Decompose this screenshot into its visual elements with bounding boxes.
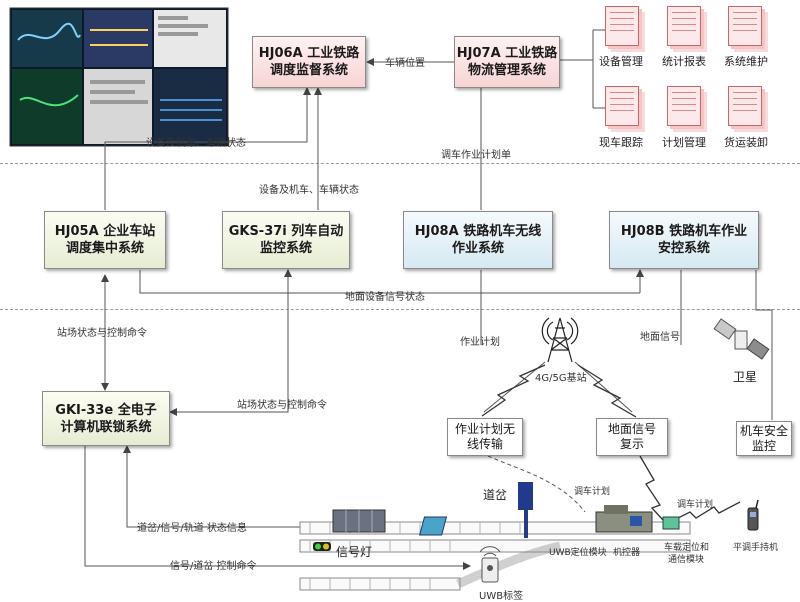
satellite-icon xyxy=(713,318,770,360)
label-locomotive: 机控器 xyxy=(613,548,641,558)
system-name: HJ08B 铁路机车作业 xyxy=(620,224,748,239)
system-box-hj06a[interactable]: HJ06A 工业铁路 调度监督系统 xyxy=(252,36,366,88)
box-plan-wireless[interactable]: 作业计划无 线传输 xyxy=(447,418,523,456)
locomotive-icon xyxy=(595,505,653,533)
label-signal-control-cmd: 信号/道岔 控制命令 xyxy=(170,561,257,572)
uwb-module-icon xyxy=(419,516,448,536)
label-equipment-status: 设备及机车、车辆状态 xyxy=(146,138,246,149)
system-subname: 安控系统 xyxy=(657,241,710,256)
divider-bottom xyxy=(0,309,800,310)
label-onboard-module: 通信模块 xyxy=(668,555,705,565)
label-station-command: 站场状态与控制命令 xyxy=(57,328,147,339)
system-subname: 监控系统 xyxy=(259,241,312,256)
system-subname: 物流管理系统 xyxy=(467,63,546,78)
doc-label-statistics: 统计报表 xyxy=(662,55,706,68)
document-icon xyxy=(605,6,639,46)
system-name: GKS-37i 列车自动 xyxy=(228,224,344,239)
document-icon xyxy=(667,6,701,46)
system-box-hj08a[interactable]: HJ08A 铁路机车无线 作业系统 xyxy=(403,211,553,269)
system-box-hj08b[interactable]: HJ08B 铁路机车作业 安控系统 xyxy=(609,211,759,269)
label-switch-status-info: 道岔/信号/轨道 状态信息 xyxy=(137,523,247,534)
box-line: 监控 xyxy=(751,438,776,453)
label-uwb-tag: UWB标签 xyxy=(479,591,524,602)
label-ground-equipment-signal: 地面设备信号状态 xyxy=(345,292,425,303)
divider-top xyxy=(0,163,800,164)
label-shunting-plan: 调车计划 xyxy=(574,487,611,497)
system-box-gks37i[interactable]: GKS-37i 列车自动 监控系统 xyxy=(222,211,350,269)
label-uwb-module: UWB定位模块 xyxy=(549,548,607,558)
document-icon xyxy=(667,86,701,126)
label-vehicle-position: 车辆位置 xyxy=(385,58,425,69)
base-station-tower-icon xyxy=(541,317,579,363)
document-icon xyxy=(605,86,639,126)
signal-light-icon xyxy=(313,542,331,551)
box-line: 线传输 xyxy=(466,437,503,451)
doc-label-car-tracking: 现车跟踪 xyxy=(599,136,643,149)
label-shunting-plan: 调车计划 xyxy=(677,500,714,510)
monitor-screens-image xyxy=(9,7,229,147)
onboard-module-icon xyxy=(662,516,680,530)
box-line: 作业计划无 xyxy=(454,422,515,436)
box-line: 地面信号 xyxy=(607,422,656,436)
box-line: 复示 xyxy=(619,437,644,451)
system-name: HJ06A 工业铁路 xyxy=(258,46,360,61)
system-name: HJ07A 工业铁路 xyxy=(456,46,558,61)
box-line: 机车安全 xyxy=(739,423,788,438)
label-switch: 道岔 xyxy=(483,488,508,502)
label-satellite: 卫星 xyxy=(733,370,758,384)
system-box-hj07a[interactable]: HJ07A 工业铁路 物流管理系统 xyxy=(454,36,560,88)
system-name: HJ08A 铁路机车无线 xyxy=(414,224,542,239)
label-signal-light: 信号灯 xyxy=(336,545,373,559)
switch-machine-icon xyxy=(518,482,533,538)
uwb-tag-icon xyxy=(479,546,501,583)
document-icon xyxy=(728,6,762,46)
label-ground-signal: 地面信号 xyxy=(640,332,680,343)
track-illustration xyxy=(299,521,691,591)
handheld-radio-icon xyxy=(747,499,759,531)
system-box-gki33e[interactable]: GKI-33e 全电子 计算机联锁系统 xyxy=(42,391,170,446)
system-subname: 计算机联锁系统 xyxy=(60,419,152,435)
system-subname: 调度监督系统 xyxy=(269,63,348,78)
document-icon xyxy=(728,86,762,126)
box-ground-signal-repeat[interactable]: 地面信号 复示 xyxy=(596,418,668,456)
system-name: HJ05A 企业车站 xyxy=(54,224,156,239)
label-shunting-plan-sheet: 调车作业计划单 xyxy=(441,150,511,161)
doc-label-plan-mgmt: 计划管理 xyxy=(662,136,706,149)
system-subname: 调度集中系统 xyxy=(65,241,144,256)
label-station-command: 站场状态与控制命令 xyxy=(237,400,327,411)
system-name: GKI-33e 全电子 xyxy=(55,402,157,418)
box-loco-safety[interactable]: 机车安全 监控 xyxy=(736,421,792,456)
label-work-plan: 作业计划 xyxy=(460,337,500,348)
label-onboard-module: 车载定位和 xyxy=(664,543,710,553)
system-box-hj05a[interactable]: HJ05A 企业车站 调度集中系统 xyxy=(44,211,166,269)
freight-car-icon xyxy=(332,509,386,533)
doc-label-equipment-mgmt: 设备管理 xyxy=(599,55,643,68)
label-base-station: 4G/5G基站 xyxy=(535,373,587,384)
doc-label-freight: 货运装卸 xyxy=(724,136,768,149)
doc-label-maintenance: 系统维护 xyxy=(724,55,768,68)
label-handheld: 平调手持机 xyxy=(733,543,779,553)
label-equipment-status: 设备及机车、车辆状态 xyxy=(259,185,359,196)
system-subname: 作业系统 xyxy=(451,241,504,256)
